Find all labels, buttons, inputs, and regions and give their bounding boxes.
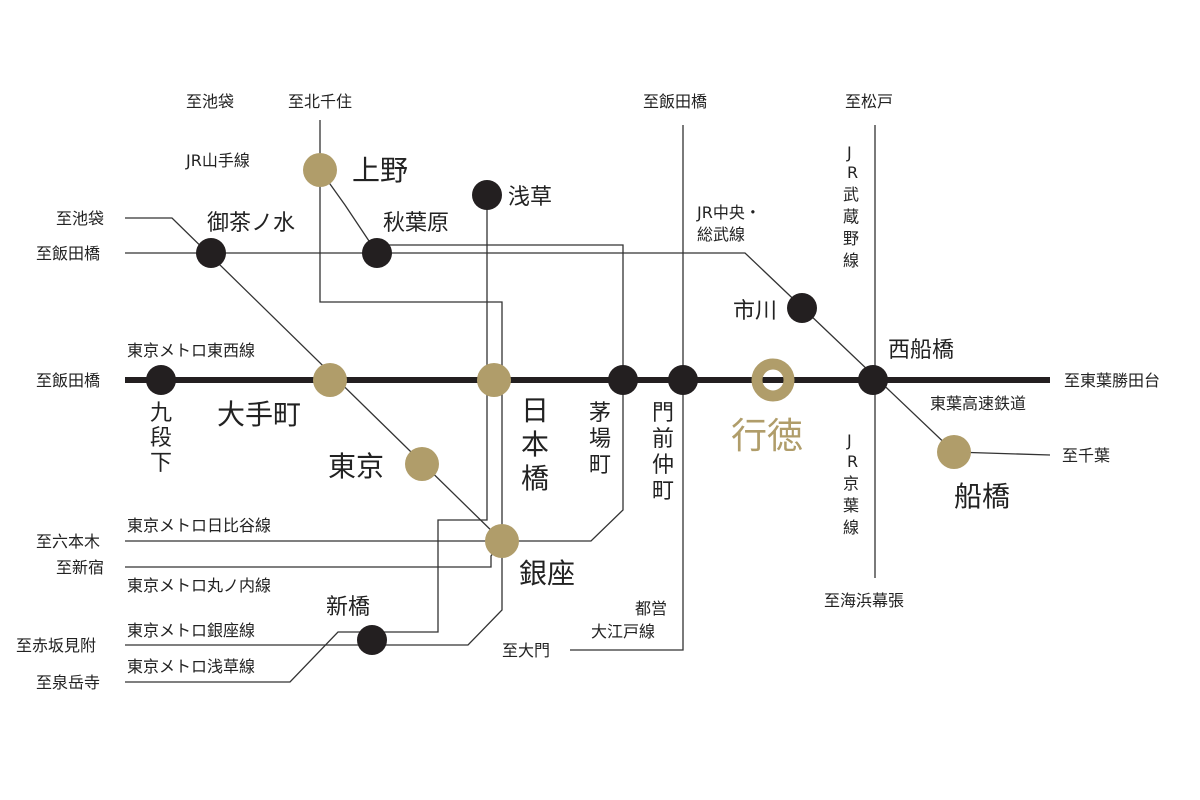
ginza-line <box>125 120 503 646</box>
label-tozai: 東京メトロ東西線 <box>127 341 255 360</box>
label-oedo-2: 大江戸線 <box>591 622 655 641</box>
station-kudanshita[interactable] <box>146 365 176 395</box>
name-funabashi: 船橋 <box>954 480 1010 513</box>
name-char: 町 <box>589 453 611 478</box>
name-ichikawa: 市川 <box>733 299 777 324</box>
station-tokyo[interactable] <box>405 447 439 481</box>
label-oedo-1: 都営 <box>635 599 667 618</box>
label-ginza: 東京メトロ銀座線 <box>127 621 255 640</box>
name-char: 下 <box>150 451 172 476</box>
name-char: 本 <box>521 428 549 461</box>
station-funabashi[interactable] <box>937 435 971 469</box>
dir-ikebukuro-left: 至池袋 <box>56 209 104 228</box>
label-char: 線 <box>843 518 859 537</box>
label-marunouchi: 東京メトロ丸ノ内線 <box>127 576 271 595</box>
dir-iidabashi-sobu: 至飯田橋 <box>36 244 100 263</box>
dir-kitasenju: 至北千住 <box>288 92 352 111</box>
dir-shinjuku: 至新宿 <box>56 558 104 577</box>
name-asakusa: 浅草 <box>508 185 552 210</box>
label-char: R <box>847 452 858 471</box>
dir-ikebukuro-top: 至池袋 <box>186 92 234 111</box>
dir-sengakuji: 至泉岳寺 <box>36 673 100 692</box>
label-char: 野 <box>843 229 859 248</box>
label-char: 京 <box>843 474 859 493</box>
name-char: 前 <box>652 427 674 452</box>
label-char: 葉 <box>843 496 859 515</box>
name-char: 九 <box>150 401 172 426</box>
dir-akasakamitsuke: 至赤坂見附 <box>16 636 96 655</box>
label-chuo-sobu-2: 総武線 <box>697 225 745 244</box>
name-akihabara: 秋葉原 <box>383 211 449 236</box>
label-char: J <box>846 431 852 450</box>
oedo-line <box>570 125 684 651</box>
asakusa-line <box>125 195 488 683</box>
station-ochanomizu[interactable] <box>196 238 226 268</box>
name-ginza: 銀座 <box>519 557 575 590</box>
name-gyotoku: 行徳 <box>731 416 803 457</box>
label-chuo-sobu-1: JR中央・ <box>696 203 761 222</box>
label-hibiya: 東京メトロ日比谷線 <box>127 516 271 535</box>
name-nishifunabashi: 西船橋 <box>888 338 954 363</box>
station-ichikawa[interactable] <box>787 293 817 323</box>
dir-daimon: 至大門 <box>502 641 550 660</box>
label-toyo: 東葉高速鉄道 <box>930 394 1026 413</box>
dir-kaihinmakuhari: 至海浜幕張 <box>824 591 904 610</box>
name-ochanomizu: 御茶ノ水 <box>207 211 295 236</box>
station-ueno[interactable] <box>303 153 337 187</box>
name-ueno: 上野 <box>352 154 408 187</box>
station-kayabacho[interactable] <box>608 365 638 395</box>
name-otemachi: 大手町 <box>217 398 301 431</box>
name-char: 茅 <box>589 401 611 426</box>
label-char: J <box>846 143 852 162</box>
name-tokyo: 東京 <box>328 450 384 483</box>
marunouchi-line <box>125 217 503 568</box>
name-char: 場 <box>589 427 611 452</box>
name-kudanshita: 九 段 下 <box>150 401 172 476</box>
chuo-sobu-line <box>125 252 1051 456</box>
dir-matsudo: 至松戸 <box>845 92 893 111</box>
name-char: 日 <box>521 394 549 427</box>
dir-iidabashi-top: 至飯田橋 <box>643 92 707 111</box>
name-char: 橋 <box>521 462 549 495</box>
name-char: 町 <box>652 479 674 504</box>
label-char: R <box>847 163 858 182</box>
station-gyotoku[interactable] <box>751 358 795 402</box>
name-char: 門 <box>652 401 674 426</box>
stations <box>146 153 971 655</box>
name-nihonbashi: 日 本 橋 <box>521 394 549 495</box>
station-nishifunabashi[interactable] <box>858 365 888 395</box>
label-keiyo: J R 京 葉 線 <box>843 431 859 537</box>
label-char: 武 <box>843 185 859 204</box>
station-ginza[interactable] <box>485 524 519 558</box>
label-char: 蔵 <box>843 207 859 226</box>
station-monzennakacho[interactable] <box>668 365 698 395</box>
name-monzennakacho: 門 前 仲 町 <box>652 401 674 504</box>
station-otemachi[interactable] <box>313 363 347 397</box>
dir-toyokatsutadai: 至東葉勝田台 <box>1064 371 1160 390</box>
dir-roppongi: 至六本木 <box>36 532 100 551</box>
dir-iidabashi-tozai: 至飯田橋 <box>36 371 100 390</box>
station-akihabara[interactable] <box>362 238 392 268</box>
name-char: 仲 <box>652 453 674 478</box>
label-musashino: J R 武 蔵 野 線 <box>843 143 859 270</box>
hibiya-line <box>125 244 624 542</box>
label-yamanote: JR山手線 <box>185 151 250 170</box>
station-asakusa[interactable] <box>472 180 502 210</box>
label-asakusa: 東京メトロ浅草線 <box>127 657 255 676</box>
station-shinbashi[interactable] <box>357 625 387 655</box>
label-char: 線 <box>843 251 859 270</box>
name-char: 段 <box>150 426 172 451</box>
dir-chiba: 至千葉 <box>1062 446 1110 465</box>
station-nihonbashi[interactable] <box>477 363 511 397</box>
name-shinbashi: 新橋 <box>326 595 370 620</box>
name-kayabacho: 茅 場 町 <box>589 401 611 478</box>
